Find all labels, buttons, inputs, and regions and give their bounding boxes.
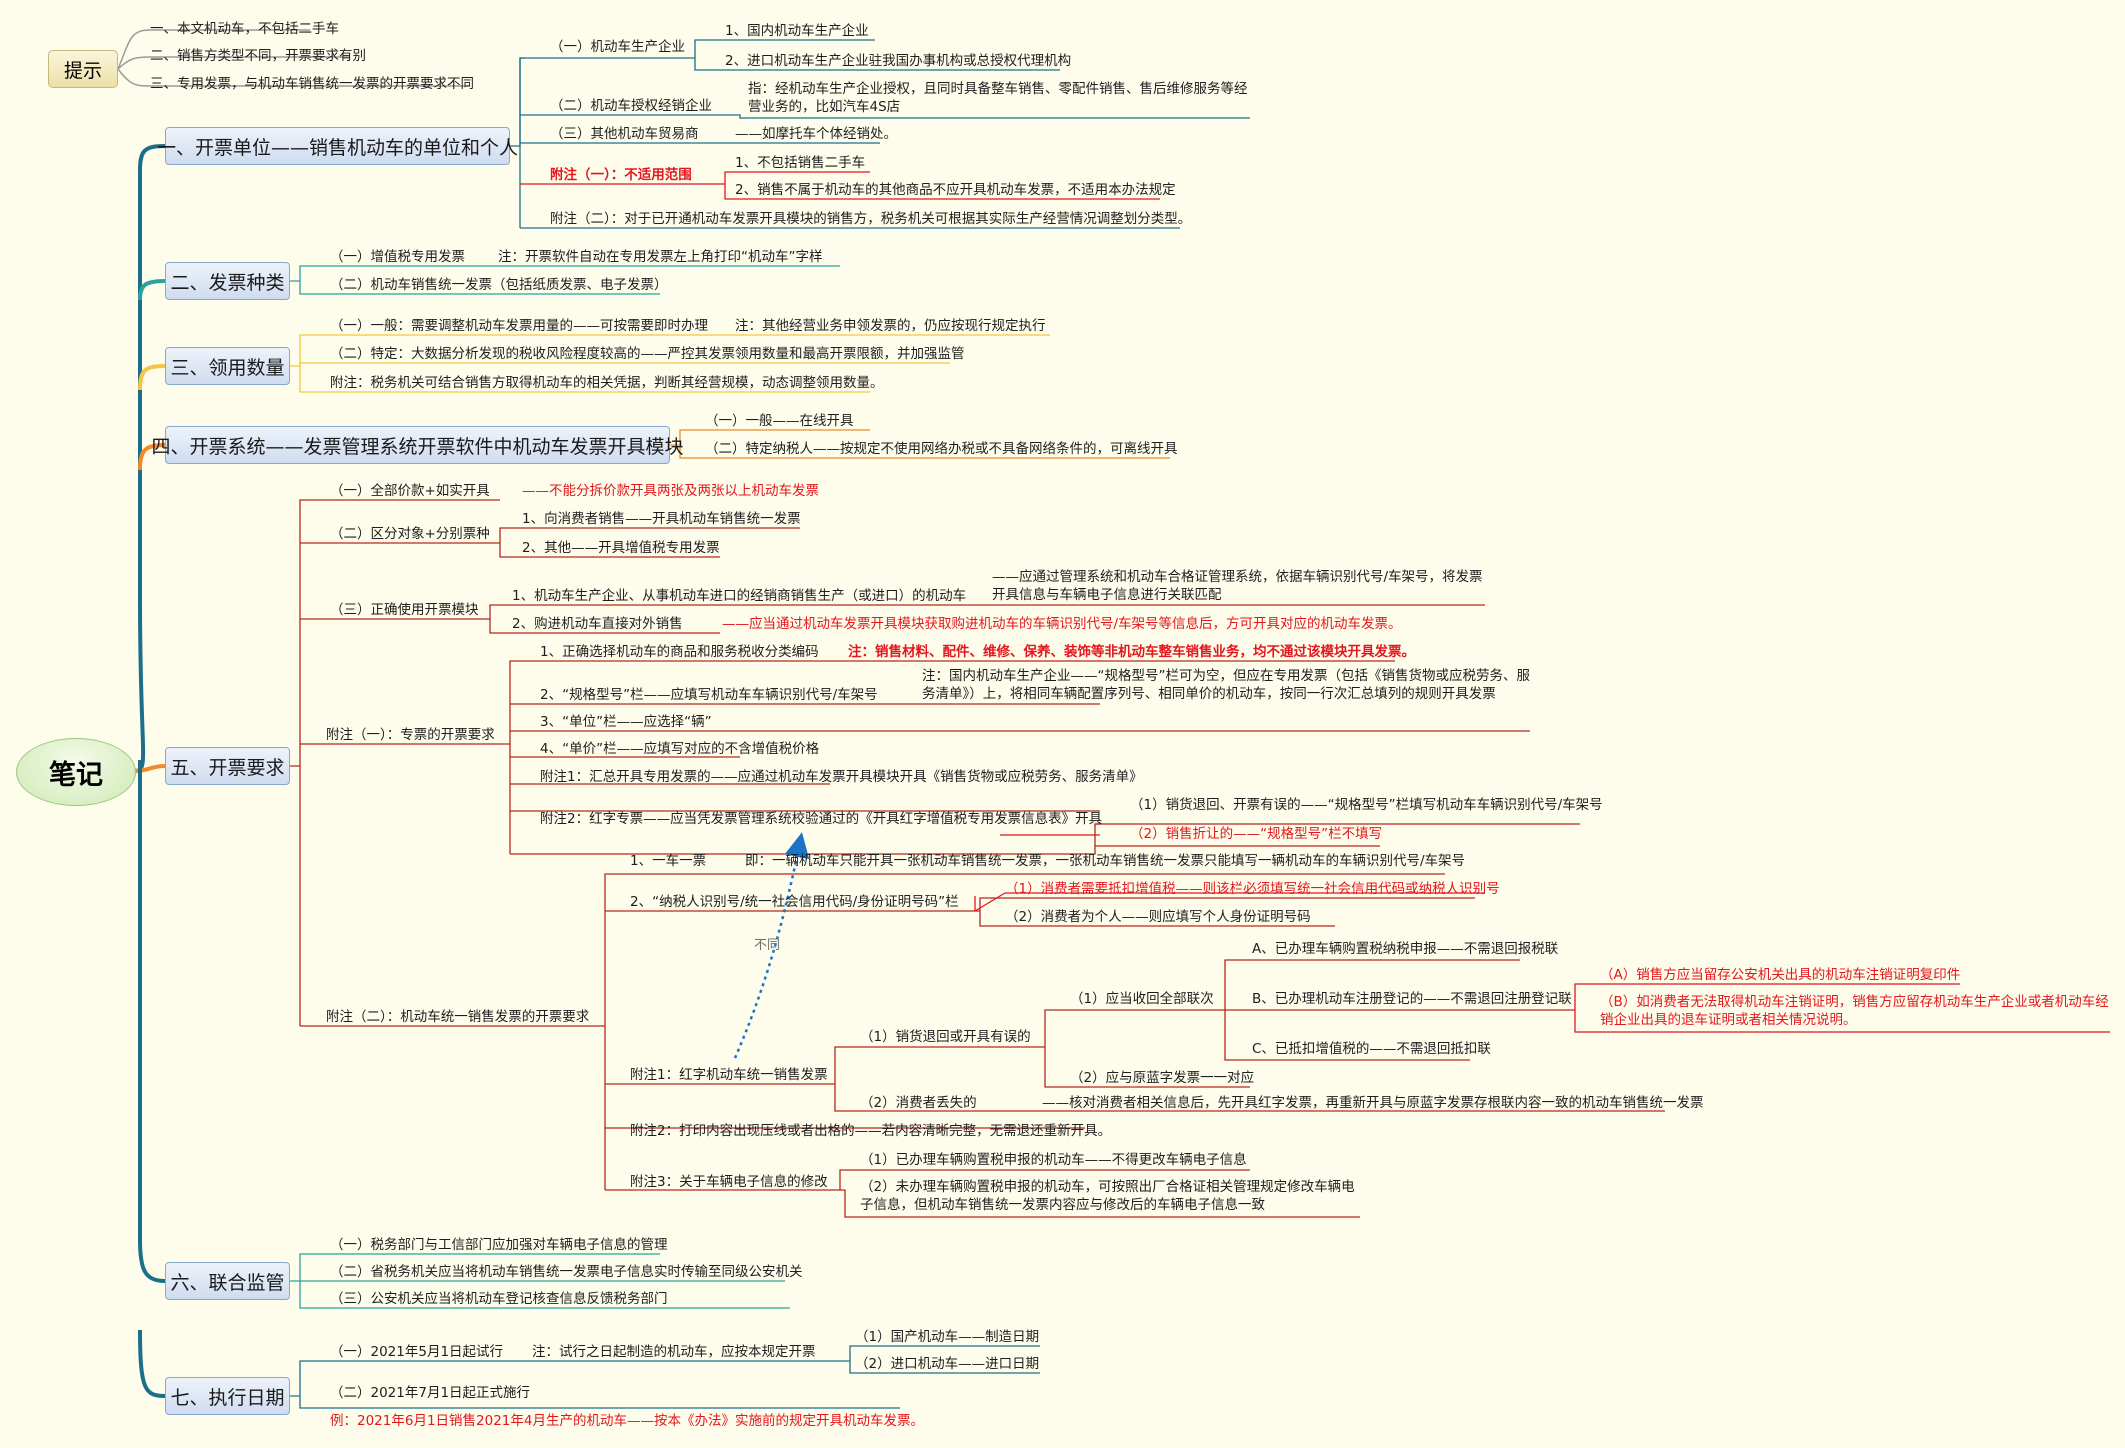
s5-f1a2: B、已办理机动车注册登记的——不需退回注册登记联: [1252, 991, 1572, 1007]
section-5-node[interactable]: 五、开票要求: [165, 747, 290, 785]
s5-f1: （1）销货退回或开具有误的: [860, 1029, 1031, 1045]
s5-b2: 2、其他——开具增值税专用发票: [522, 540, 720, 556]
s5-f1a1: A、已办理车辆购置税纳税申报——不需退回报税联: [1252, 941, 1559, 957]
s5-h2: （2）未办理车辆购置税申报的机动车，可按照出厂合格证相关管理规定修改车辆电子信息…: [860, 1179, 1355, 1213]
s1-a1: 1、国内机动车生产企业: [725, 23, 869, 39]
section-3-node[interactable]: 三、领用数量: [165, 347, 290, 385]
s5-c1: 1、机动车生产企业、从事机动车进口的经销商销售生产（或进口）的机动车: [512, 588, 967, 604]
s5-e2b: （2）消费者为个人——则应填写个人身份证明号码: [1005, 909, 1311, 925]
section-7-node[interactable]: 七、执行日期: [165, 1377, 290, 1415]
s5-e2a: （1）消费者需要抵扣增值税——则该栏必须填写统一社会信用代码或纳税人识别号: [1005, 881, 1500, 897]
s5-f1a: （1）应当收回全部联次: [1070, 991, 1214, 1007]
s3-b: （二）特定：大数据分析发现的税收风险程度较高的——严控其发票领用数量和最高开票限…: [330, 346, 965, 362]
s1-d: 附注（一）：不适用范围: [550, 167, 692, 183]
s2-b: （二）机动车销售统一发票（包括纸质发票、电子发票）: [330, 277, 668, 293]
s1-d1: 1、不包括销售二手车: [735, 155, 866, 171]
s5-f1a2b: （B）如消费者无法取得机动车注销证明，销售方应留存机动车生产企业或者机动车经销企…: [1600, 994, 2109, 1028]
s6-a: （一）税务部门与工信部门应加强对车辆电子信息的管理: [330, 1237, 668, 1253]
s5-d3: 3、“单位”栏——应选择“辆”: [540, 714, 712, 730]
s5-d2-note: 注：国内机动车生产企业——“规格型号”栏可为空，但应在专用发票（包括《销售货物或…: [922, 668, 1530, 702]
s5-h: 附注3：关于车辆电子信息的修改: [630, 1174, 828, 1190]
s3-c: 附注：税务机关可结合销售方取得机动车的相关凭据，判断其经营规模，动态调整领用数量…: [330, 375, 884, 391]
s5-g: 附注2：打印内容出现压线或者出格的——若内容清晰完整，无需退还重新开具。: [630, 1123, 1112, 1139]
s5-b1: 1、向消费者销售——开具机动车销售统一发票: [522, 511, 801, 527]
s5-c2-note: ——应当通过机动车发票开具模块获取购进机动车的车辆识别代号/车架号等信息后，方可…: [722, 616, 1402, 632]
s5-d6: 附注2：红字专票——应当凭发票管理系统校验通过的《开具红字增值税专用发票信息表》…: [540, 811, 1103, 827]
hint-item-2: 二、销售方类型不同，开票要求有别: [150, 48, 366, 64]
s7-a1: （1）国产机动车——制造日期: [855, 1329, 1040, 1345]
hint-box[interactable]: 提示: [48, 50, 118, 88]
s5-e2: 2、“纳税人识别号/统一社会信用代码/身份证明号码”栏: [630, 894, 959, 910]
section-4-node[interactable]: 四、开票系统——发票管理系统开票软件中机动车发票开具模块: [152, 426, 684, 464]
s5-e1: 1、一车一票: [630, 853, 707, 869]
s1-a2: 2、进口机动车生产企业驻我国办事机构或总授权代理机构: [725, 53, 1072, 69]
section-6-node[interactable]: 六、联合监管: [165, 1262, 290, 1300]
s5-d: 附注（一）：专票的开票要求: [326, 727, 495, 743]
s5-h1: （1）已办理车辆购置税申报的机动车——不得更改车辆电子信息: [860, 1152, 1247, 1168]
s5-c: （三）正确使用开票模块: [330, 602, 479, 618]
s3-a-note: 注：其他经营业务申领发票的，仍应按现行规定执行: [735, 318, 1046, 334]
hint-item-3: 三、专用发票，与机动车销售统一发票的开票要求不同: [150, 76, 474, 92]
s1-e: 附注（二）：对于已开通机动车发票开具模块的销售方，税务机关可根据其实际生产经营情…: [550, 211, 1192, 227]
s5-c2: 2、购进机动车直接对外销售: [512, 616, 683, 632]
s5-a-note: ——不能分拆价款开具两张及两张以上机动车发票: [522, 483, 819, 499]
s1-c: （三）其他机动车贸易商: [550, 126, 699, 142]
s5-e1-note: 即：一辆机动车只能开具一张机动车销售统一发票，一张机动车销售统一发票只能填写一辆…: [745, 853, 1466, 869]
s2-a: （一）增值税专用发票: [330, 249, 465, 265]
s5-f2-note: ——核对消费者相关信息后，先开具红字发票，再重新开具与原蓝字发票存根联内容一致的…: [1042, 1095, 1704, 1111]
s3-a: （一）一般：需要调整机动车发票用量的——可按需要即时办理: [330, 318, 708, 334]
s5-a: （一）全部价款+如实开具: [330, 483, 490, 499]
s5-d6b: （2）销售折让的——“规格型号”栏不填写: [1130, 826, 1383, 842]
s5-d5: 附注1：汇总开具专用发票的——应通过机动车发票开具模块开具《销售货物或应税劳务、…: [540, 769, 1143, 785]
s5-d1: 1、正确选择机动车的商品和服务税收分类编码: [540, 644, 819, 660]
s4-b: （二）特定纳税人——按规定不使用网络办税或不具备网络条件的，可离线开具: [705, 441, 1178, 457]
s7-c: 例：2021年6月1日销售2021年4月生产的机动车——按本《办法》实施前的规定…: [330, 1413, 924, 1429]
s5-b: （二）区分对象+分别票种: [330, 526, 490, 542]
diff-label: 不同: [754, 938, 781, 953]
s6-c: （三）公安机关应当将机动车登记核查信息反馈税务部门: [330, 1291, 668, 1307]
s7-b: （二）2021年7月1日起正式施行: [330, 1385, 531, 1401]
s7-a-note: 注：试行之日起制造的机动车，应按本规定开票: [532, 1344, 816, 1360]
s5-f2: （2）消费者丢失的: [860, 1095, 977, 1111]
s5-f1a2a: （A）销售方应当留存公安机关出具的机动车注销证明复印件: [1600, 967, 1961, 983]
section-1-node[interactable]: 一、开票单位——销售机动车的单位和个人: [157, 127, 518, 165]
s5-f: 附注1：红字机动车统一销售发票: [630, 1067, 828, 1083]
s5-f1b: （2）应与原蓝字发票一一对应: [1070, 1070, 1255, 1086]
s5-f1a3: C、已抵扣增值税的——不需退回抵扣联: [1252, 1041, 1491, 1057]
s1-c-note: ——如摩托车个体经销处。: [735, 126, 897, 142]
s5-d1-note: 注：销售材料、配件、维修、保养、装饰等非机动车整车销售业务，均不通过该模块开具发…: [848, 644, 1415, 660]
s6-b: （二）省税务机关应当将机动车销售统一发票电子信息实时传输至同级公安机关: [330, 1264, 803, 1280]
s1-d2: 2、销售不属于机动车的其他商品不应开具机动车发票，不适用本办法规定: [735, 182, 1176, 198]
s5-d4: 4、“单价”栏——应填写对应的不含增值税价格: [540, 741, 820, 757]
s1-b: （二）机动车授权经销企业: [550, 98, 712, 114]
s7-a2: （2）进口机动车——进口日期: [855, 1356, 1040, 1372]
s5-d6a: （1）销货退回、开票有误的——“规格型号”栏填写机动车车辆识别代号/车架号: [1130, 797, 1603, 813]
root-node[interactable]: 笔记: [16, 738, 136, 806]
s1-a: （一）机动车生产企业: [550, 39, 685, 55]
s5-c1-note: ——应通过管理系统和机动车合格证管理系统，依据车辆识别代号/车架号，将发票开具信…: [992, 569, 1483, 603]
s5-e: 附注（二）：机动车统一销售发票的开票要求: [326, 1009, 590, 1025]
hint-item-1: 一、本文机动车，不包括二手车: [150, 21, 339, 37]
s1-b-note: 指：经机动车生产企业授权，且同时具备整车销售、零配件销售、售后维修服务等经营业务…: [748, 81, 1248, 115]
section-2-node[interactable]: 二、发票种类: [165, 262, 290, 300]
s2-a-note: 注：开票软件自动在专用发票左上角打印“机动车”字样: [498, 249, 823, 265]
s4-a: （一）一般——在线开具: [705, 413, 854, 429]
s5-d2: 2、“规格型号”栏——应填写机动车车辆识别代号/车架号: [540, 687, 878, 703]
s7-a: （一）2021年5月1日起试行: [330, 1344, 504, 1360]
